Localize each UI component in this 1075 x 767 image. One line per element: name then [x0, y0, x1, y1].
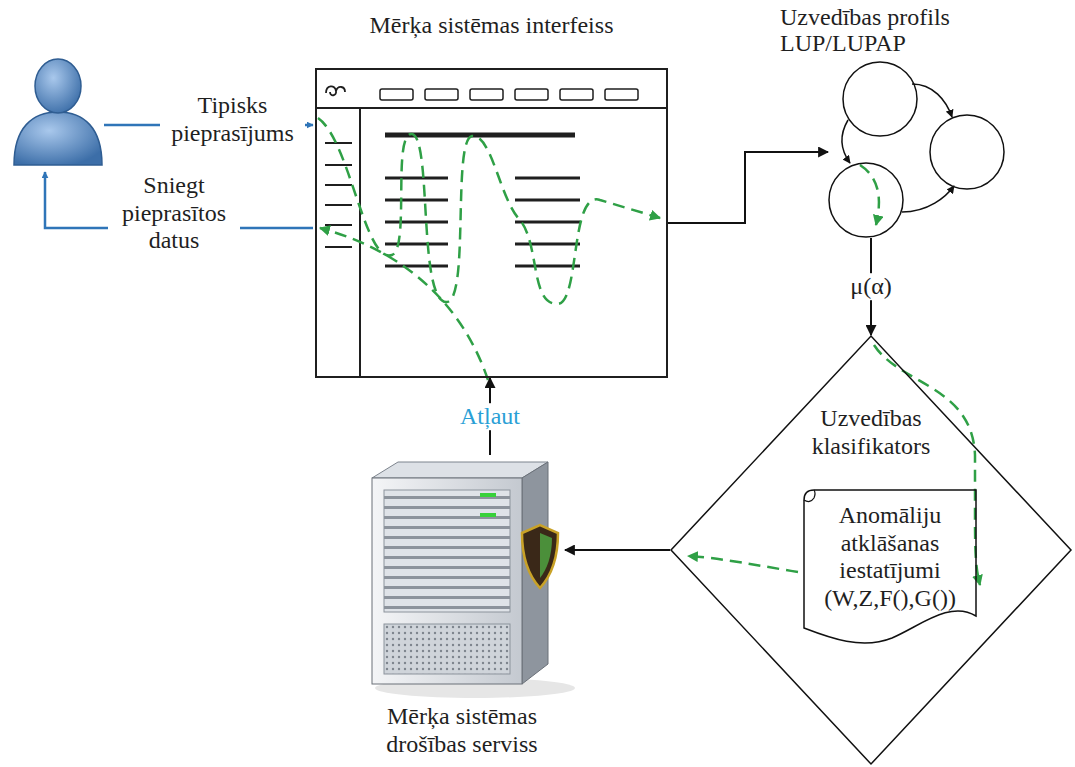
window-title: Mērķa sistēmas interfeiss [275, 12, 708, 40]
state-circle [829, 163, 903, 237]
user-head [35, 59, 81, 113]
request-label: Tipisks pieprasījums [160, 92, 305, 147]
shield-emblem [540, 533, 552, 578]
menu-item [425, 89, 458, 100]
sidebar-items [325, 143, 352, 247]
menu-item [470, 89, 503, 100]
server-drive-bays [384, 490, 510, 612]
transition-arrow [902, 186, 954, 212]
document-curl [804, 490, 815, 502]
server-led [480, 493, 496, 497]
interface-window: Mērķa sistēmas interfeiss [315, 68, 668, 378]
menu-item [605, 89, 638, 100]
settings-text: Anomāliju atklāšanas iestatījumi (W,Z,F(… [810, 502, 970, 612]
state-circle [930, 115, 1004, 189]
connector-arrow [565, 549, 670, 551]
menu-bar-line [315, 107, 668, 109]
transition-arrow [912, 84, 952, 117]
user-body [14, 112, 102, 165]
decision-diamond: Uzvedības klasifikatorsAnomāliju atklāša… [670, 335, 1072, 765]
security-shield [522, 525, 558, 588]
security-service: Mērķa sistēmas drošības serviss [360, 455, 565, 695]
content-lines-left [385, 178, 448, 266]
server-led [480, 513, 496, 517]
document-shape [804, 490, 976, 643]
flow-to-security [688, 556, 798, 572]
flow-through-interface [318, 118, 660, 304]
server-front [372, 478, 522, 684]
server-illustration [372, 462, 575, 698]
edge-label: Atļaut [457, 403, 523, 431]
response-label: Sniegt pieprasītos datus [108, 172, 240, 255]
connector-arrow [668, 152, 828, 223]
window-icon [326, 86, 345, 95]
server-top [372, 462, 548, 478]
flow-back-to-interface [320, 228, 488, 380]
diamond-shape [671, 336, 1071, 764]
edge-label: μ(α) [847, 273, 894, 301]
user-icon [14, 59, 102, 165]
profile-heading: Uzvedības profils LUP/LUPAP [780, 4, 980, 57]
state-circle [843, 62, 917, 136]
content-lines-right [515, 178, 580, 266]
flow-through-profile [860, 165, 879, 225]
state-machine [828, 62, 1005, 238]
server-vent [384, 624, 510, 674]
menu-item [380, 89, 413, 100]
transition-arrow [842, 120, 850, 163]
window-details [315, 86, 668, 378]
menu-item [560, 89, 593, 100]
classifier-label: Uzvedības klasifikators [791, 405, 951, 460]
menu-item [515, 89, 548, 100]
server-caption: Mērķa sistēmas drošības serviss [362, 703, 562, 758]
settings-document: Anomāliju atklāšanas iestatījumi (W,Z,F(… [800, 488, 980, 653]
behaviour-profile: Uzvedības profils LUP/LUPAP [828, 62, 1005, 238]
